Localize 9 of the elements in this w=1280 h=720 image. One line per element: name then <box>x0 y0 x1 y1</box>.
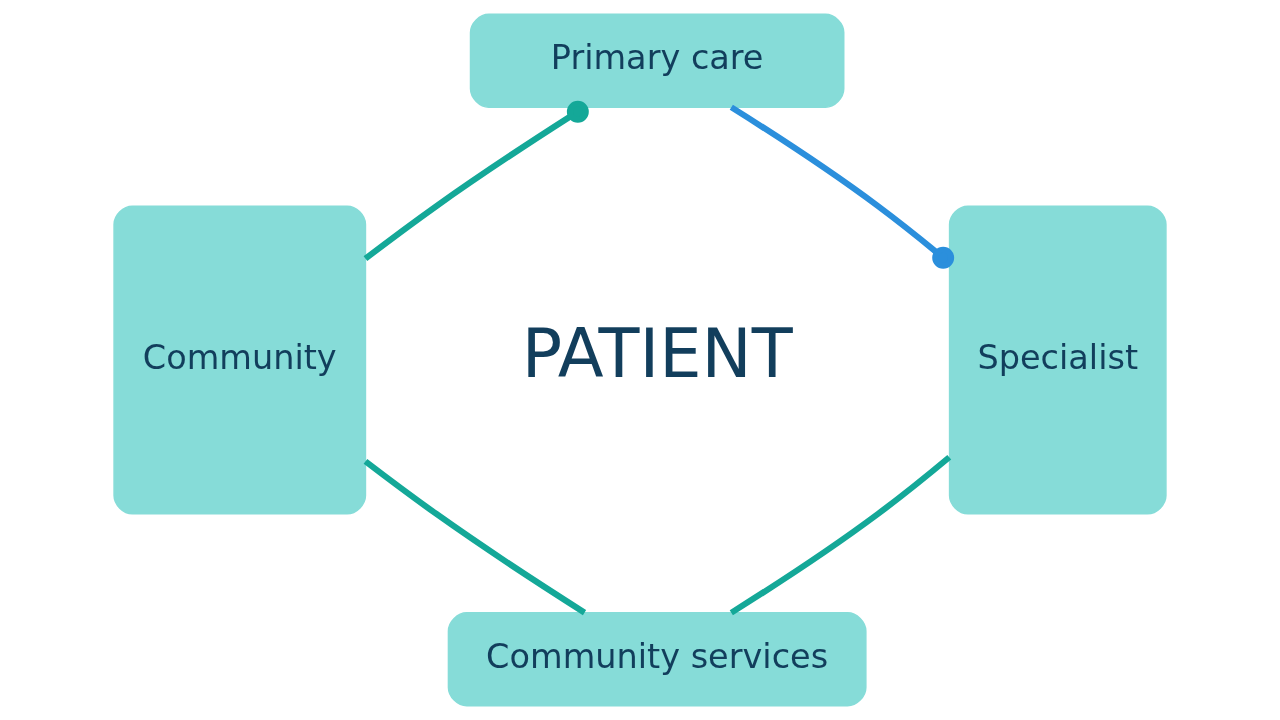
node-box: Primary care <box>469 13 845 108</box>
connector <box>363 459 587 616</box>
node-box: Community <box>113 205 367 515</box>
label: PATIENT <box>521 315 793 394</box>
node-box: Specialist <box>948 205 1167 515</box>
connector <box>363 100 589 261</box>
connector <box>729 454 952 616</box>
connector <box>729 104 955 269</box>
node-box: Community services <box>447 612 867 707</box>
